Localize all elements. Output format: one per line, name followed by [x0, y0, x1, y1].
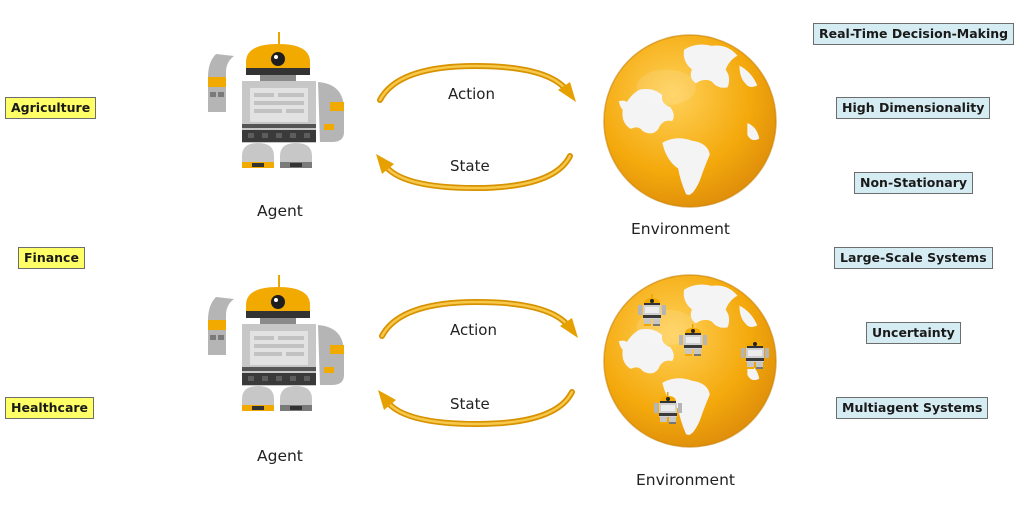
state-label: State	[450, 395, 490, 413]
domain-tag-agriculture: Agriculture	[5, 97, 97, 119]
robot-icon	[206, 32, 351, 192]
mini-robot-icon	[637, 294, 667, 328]
environment-label: Environment	[636, 471, 735, 489]
challenge-tag-multiagent: Multiagent Systems	[836, 397, 989, 419]
agent-label: Agent	[257, 447, 303, 465]
challenge-tag-non-stationary: Non-Stationary	[854, 172, 974, 194]
mini-robot-icon	[678, 324, 708, 358]
curved-arrow-icon	[378, 298, 578, 428]
challenge-tag-large-scale: Large-Scale Systems	[834, 247, 993, 269]
challenge-tag-real-time: Real-Time Decision-Making	[813, 23, 1015, 45]
robot-icon	[206, 275, 351, 435]
challenge-tag-uncertainty: Uncertainty	[866, 322, 961, 344]
state-label: State	[450, 157, 490, 175]
curved-arrow-icon	[376, 62, 576, 192]
mini-robot-icon	[653, 392, 683, 426]
challenge-tag-high-dimensionality: High Dimensionality	[836, 97, 991, 119]
agent-label: Agent	[257, 202, 303, 220]
globe-icon	[601, 32, 779, 210]
action-label: Action	[448, 85, 495, 103]
domain-tag-finance: Finance	[18, 247, 85, 269]
action-label: Action	[450, 321, 497, 339]
mini-robot-icon	[740, 337, 770, 371]
domain-tag-healthcare: Healthcare	[5, 397, 95, 419]
environment-label: Environment	[631, 220, 730, 238]
